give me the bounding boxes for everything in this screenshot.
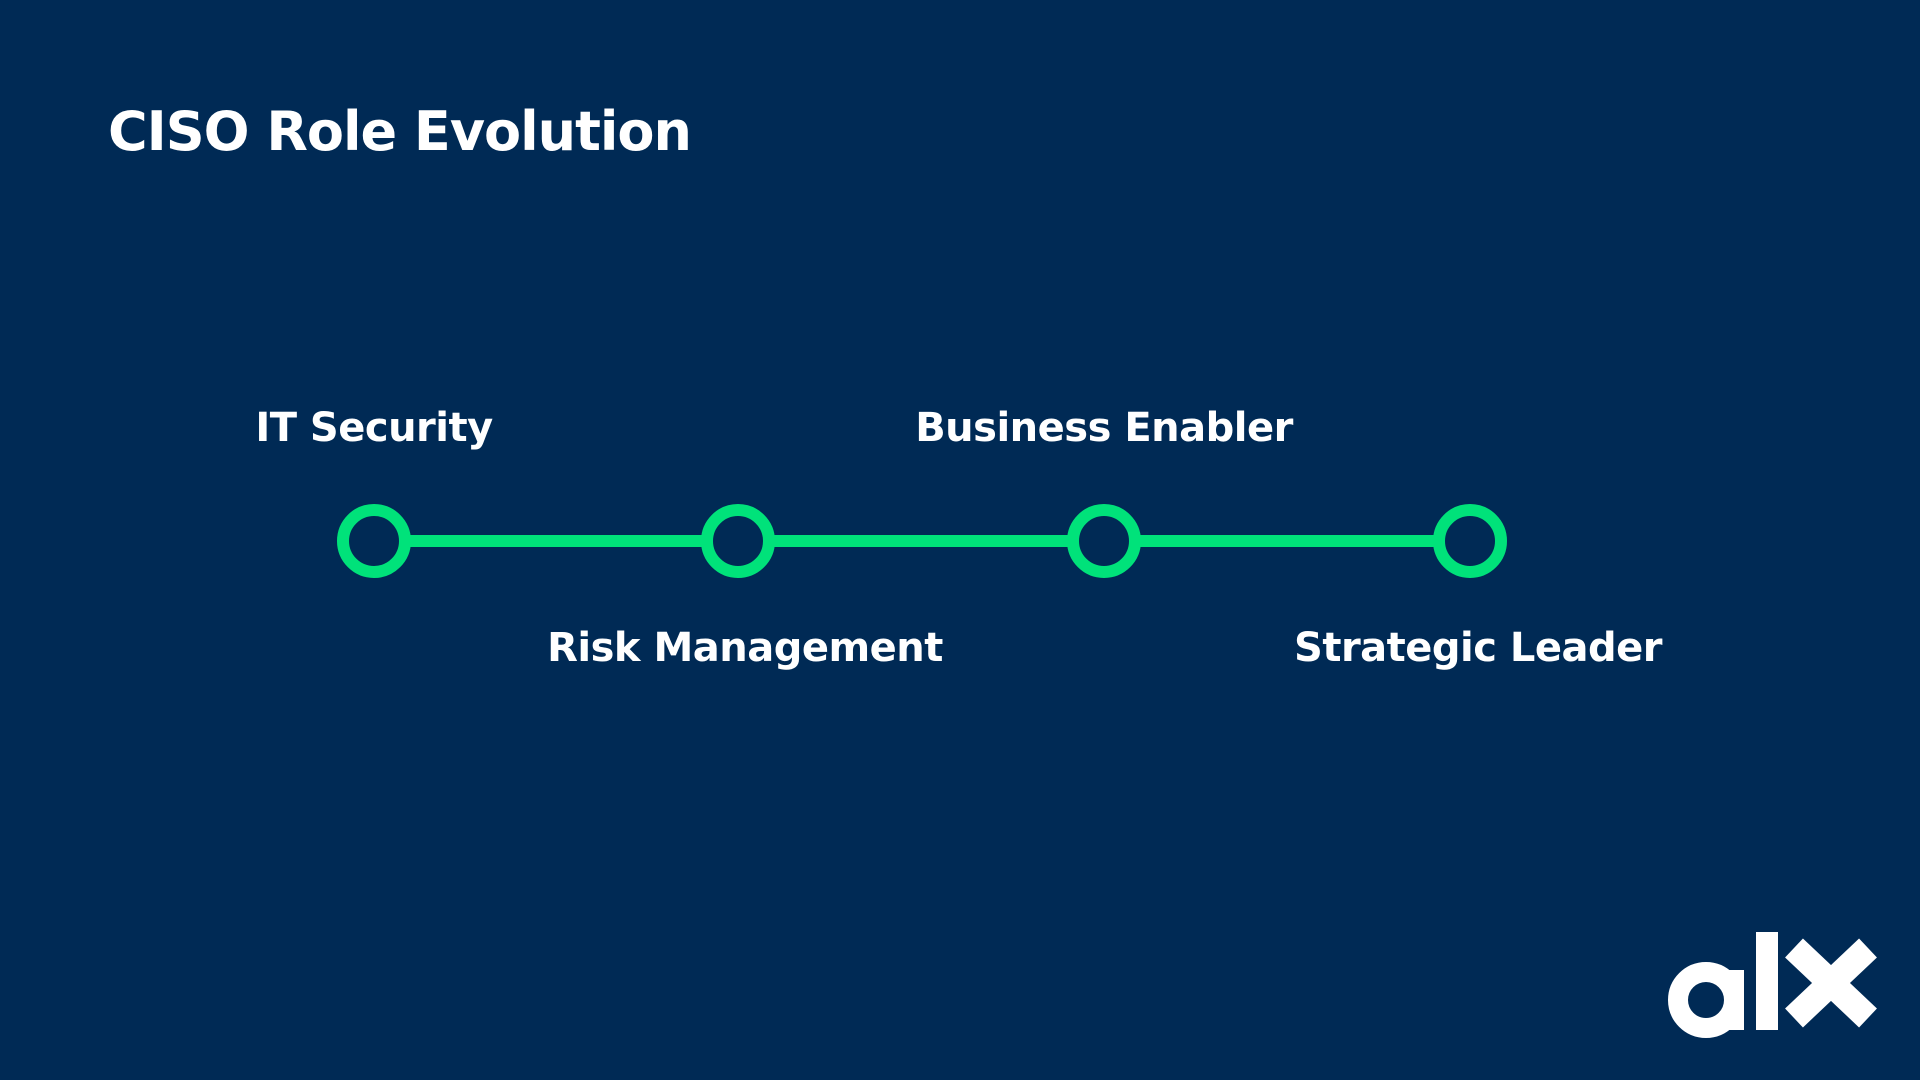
timeline-node-3 (1067, 504, 1141, 578)
timeline-node-2 (701, 504, 775, 578)
timeline-node-4 (1433, 504, 1507, 578)
timeline-node-1 (337, 504, 411, 578)
stage-label-strategic-leader: Strategic Leader (1294, 625, 1662, 671)
stage-label-it-security: IT Security (255, 405, 493, 451)
alx-logo (1668, 932, 1877, 1038)
stage-label-risk-management: Risk Management (547, 625, 943, 671)
slide-title: CISO Role Evolution (108, 100, 692, 163)
stage-label-business-enabler: Business Enabler (915, 405, 1293, 451)
